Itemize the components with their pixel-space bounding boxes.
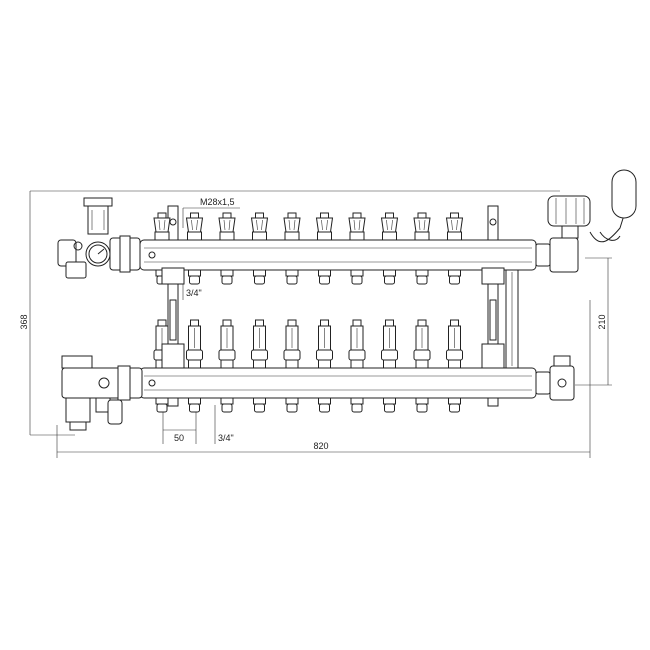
- valve-cap-icon: [315, 212, 334, 241]
- outlet-connector-icon: [383, 269, 396, 285]
- outlet-connector-icon: [220, 269, 234, 285]
- outlet-connector-icon: [448, 397, 461, 413]
- pitch-dimension-label: 50: [174, 433, 184, 443]
- outlet-connector-icon: [318, 269, 331, 285]
- valve-cap-icon: [250, 212, 269, 241]
- width-dimension-label: 820: [313, 441, 328, 451]
- outlet-connector-icon: [253, 269, 266, 285]
- outlet-connector-icon: [318, 397, 331, 413]
- upper-valve-row: [153, 212, 464, 241]
- valve-cap-icon: [413, 212, 431, 241]
- flowmeter-icon: [186, 319, 203, 369]
- upper-bracket-clamp: [161, 267, 505, 369]
- drain-valve-icon: [107, 399, 123, 425]
- outlet-connector-icon: [350, 269, 364, 285]
- outlet-connector-icon: [155, 397, 169, 413]
- flowmeter-icon: [251, 319, 268, 369]
- lower-pipe-thread-label: 3/4": [218, 433, 234, 443]
- outlet-connector-icon: [220, 397, 234, 413]
- temperature-sensor-icon: [611, 169, 637, 219]
- mounting-brackets: [167, 205, 499, 407]
- outlet-connector-icon: [253, 397, 266, 413]
- right-end-group: [505, 169, 637, 401]
- flowmeter-icon: [446, 319, 463, 369]
- outlet-connector-icon: [415, 269, 429, 285]
- valve-cap-icon: [380, 212, 399, 241]
- outlet-connector-icon: [188, 397, 201, 413]
- lower-flowmeter-row: [153, 319, 463, 369]
- flowmeter-icon: [413, 319, 431, 369]
- valve-cap-icon: [283, 212, 301, 241]
- lower-outlet-row: [155, 397, 461, 413]
- height-dimension-label: 368: [19, 314, 29, 329]
- outlet-connector-icon: [383, 397, 396, 413]
- outlet-connector-icon: [350, 397, 364, 413]
- flowmeter-icon: [381, 319, 398, 369]
- outlet-connector-icon: [188, 269, 201, 285]
- outlet-connector-icon: [285, 269, 299, 285]
- outlet-thread-label: M28x1,5: [200, 197, 235, 207]
- lower-manifold: [139, 367, 537, 399]
- valve-cap-icon: [185, 212, 204, 241]
- flowmeter-icon: [316, 319, 333, 369]
- flowmeter-icon: [348, 319, 366, 369]
- spacing-dimension-label: 210: [597, 314, 607, 329]
- outlet-connector-icon: [448, 269, 461, 285]
- upper-manifold: [139, 239, 537, 271]
- upper-outlet-row: [155, 269, 461, 285]
- thermostatic-head-icon: [547, 195, 591, 227]
- outlet-connector-icon: [285, 397, 299, 413]
- valve-cap-icon: [348, 212, 366, 241]
- flowmeter-icon: [283, 319, 301, 369]
- valve-cap-icon: [218, 212, 236, 241]
- valve-cap-icon: [445, 212, 464, 241]
- left-supply-group: [57, 197, 143, 431]
- upper-pipe-thread-label: 3/4": [186, 288, 202, 298]
- valve-cap-icon: [153, 212, 171, 241]
- outlet-connector-icon: [415, 397, 429, 413]
- flowmeter-icon: [218, 319, 236, 369]
